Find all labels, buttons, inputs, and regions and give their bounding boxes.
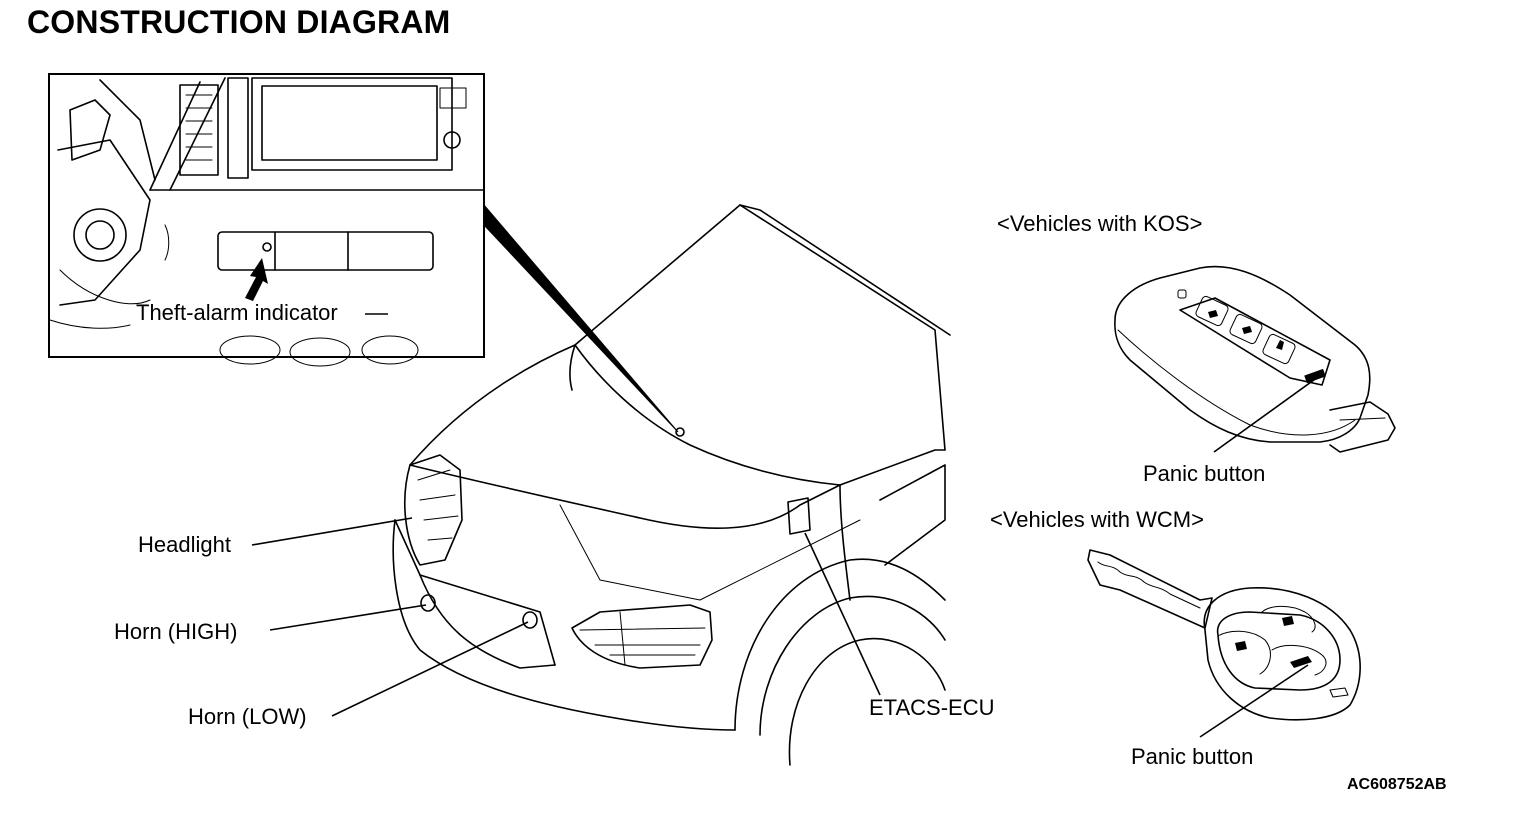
kos-heading: <Vehicles with KOS> bbox=[997, 211, 1203, 236]
theft-alarm-indicator-arrow-icon bbox=[245, 258, 268, 301]
figure-code: AC608752AB bbox=[1347, 776, 1447, 793]
theft-alarm-indicator-label: Theft-alarm indicator bbox=[136, 300, 338, 325]
headlight-label: Headlight bbox=[138, 532, 231, 557]
car-body bbox=[392, 204, 951, 766]
page-title: CONSTRUCTION DIAGRAM bbox=[27, 4, 451, 40]
kos-key-fob-icon bbox=[1114, 265, 1396, 453]
wcm-key-icon bbox=[1087, 549, 1361, 721]
etacs-ecu-label: ETACS-ECU bbox=[869, 695, 995, 720]
horn-high-label: Horn (HIGH) bbox=[114, 619, 238, 644]
horn-high-mark bbox=[420, 594, 436, 612]
inset-pointer bbox=[483, 203, 679, 433]
wcm-panic-button-label: Panic button bbox=[1131, 744, 1254, 769]
wcm-heading: <Vehicles with WCM> bbox=[990, 507, 1204, 532]
kos-panic-button-label: Panic button bbox=[1143, 461, 1266, 486]
horn-low-mark bbox=[522, 611, 538, 629]
dashboard-inset bbox=[48, 73, 485, 367]
horn-low-label: Horn (LOW) bbox=[188, 704, 307, 729]
